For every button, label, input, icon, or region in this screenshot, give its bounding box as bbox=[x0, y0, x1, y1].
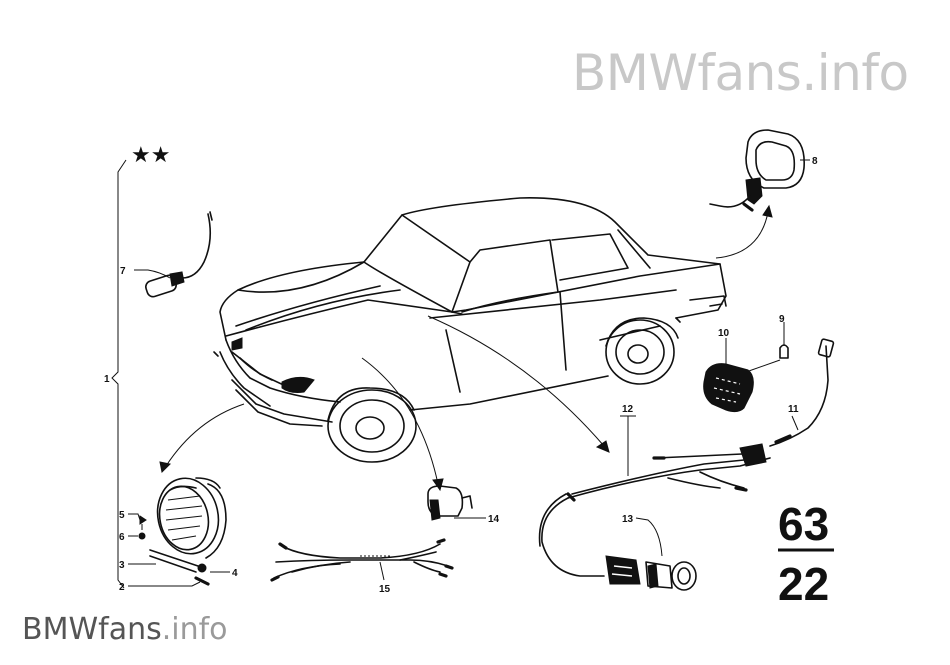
watermark-top: BMWfans.info bbox=[572, 44, 909, 102]
callout-4: 4 bbox=[232, 568, 238, 579]
wire-part-11 bbox=[769, 338, 835, 447]
section-code: 63 22 bbox=[778, 498, 834, 610]
callout-13: 13 bbox=[622, 514, 634, 525]
lens-part bbox=[703, 338, 754, 413]
car-illustration bbox=[213, 197, 727, 463]
section-code-bottom: 22 bbox=[778, 558, 829, 610]
callout-11: 11 bbox=[788, 404, 799, 415]
relay-part bbox=[427, 485, 486, 521]
bulb-part bbox=[745, 322, 789, 373]
callout-14: 14 bbox=[488, 514, 500, 525]
callout-5: 5 bbox=[119, 510, 125, 521]
callout-15: 15 bbox=[379, 584, 391, 595]
callout-1: 1 bbox=[104, 374, 110, 385]
callout-8: 8 bbox=[812, 156, 818, 167]
harness-part-12 bbox=[538, 415, 771, 577]
callout-6: 6 bbox=[119, 532, 125, 543]
switch-part bbox=[605, 517, 697, 591]
callout-12: 12 bbox=[622, 404, 634, 415]
stars-mark: ★★ bbox=[131, 143, 170, 168]
bulb-holder-part bbox=[134, 211, 213, 298]
callout-9: 9 bbox=[779, 314, 785, 325]
harness-part-15 bbox=[270, 538, 454, 582]
callout-3: 3 bbox=[119, 560, 125, 571]
fog-lamp-part bbox=[128, 477, 230, 587]
watermark-bottom: BMWfans.info bbox=[22, 612, 228, 647]
callout-7: 7 bbox=[120, 266, 126, 277]
section-code-top: 63 bbox=[778, 498, 829, 550]
callout-10: 10 bbox=[718, 328, 730, 339]
bracket-group-1 bbox=[111, 159, 127, 589]
rear-light-part bbox=[709, 129, 810, 212]
leader-arrows bbox=[159, 204, 773, 492]
callout-2: 2 bbox=[119, 582, 125, 593]
